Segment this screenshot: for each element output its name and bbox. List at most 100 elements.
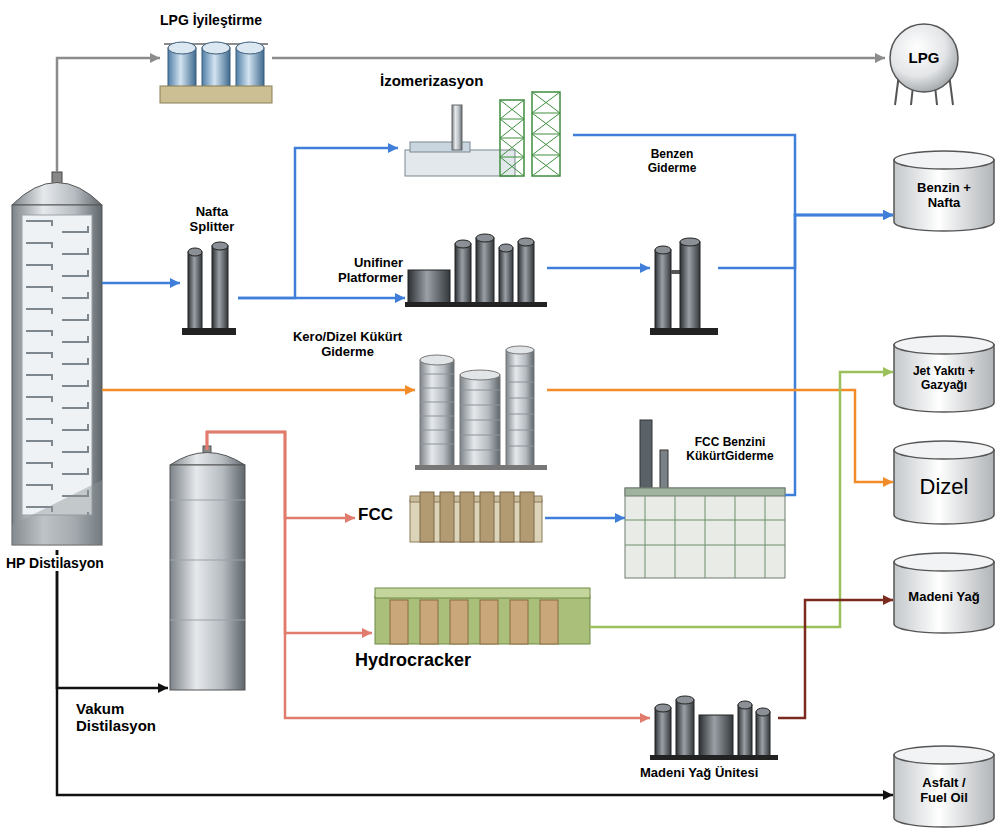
lube-oil-unit-part: [655, 704, 671, 712]
unit-label: FCC Benzini KükürtGiderme: [677, 436, 783, 464]
unit-label: Madeni Yağ Ünitesi: [640, 766, 800, 781]
benzene-removal-columns-part: [671, 270, 680, 274]
isomerization-unit-part: [405, 150, 515, 176]
unit-label: HP Distilasyon: [4, 555, 116, 571]
kero-diesel-desulfurization-unit-part: [460, 370, 500, 380]
lube-oil-unit-part: [655, 708, 671, 756]
fcc-gasoline-desulfurization: FCC Benzini KükürtGiderme: [625, 420, 785, 580]
lube-oil-unit-part: [676, 700, 694, 756]
flow-arrow: [590, 372, 893, 627]
unifiner-platformer-unit-part: [499, 248, 513, 304]
hydrocracker: Hydrocracker: [372, 583, 590, 645]
tank-label: LPG: [889, 49, 959, 66]
fcc-unit: FCC: [355, 487, 545, 545]
kero-diesel-desulfurization-unit-part: [506, 346, 534, 354]
fcc-gasoline-desulfurization-unit-part: [625, 488, 785, 578]
vacuum-distillation-column-part: [170, 453, 245, 466]
flow-arrow: [207, 432, 355, 518]
isomerization-unit-part: [532, 92, 560, 176]
hydrocracker-unit-part: [420, 600, 438, 644]
benzene-removal-columns: [650, 238, 718, 335]
unit-label: Vakum Distilasyon: [76, 700, 171, 735]
unifiner-platformer-unit-part: [455, 244, 471, 304]
lpg-treatment-tanks-part: [160, 86, 272, 103]
fcc-unit-part: [420, 492, 434, 542]
lube-oil-unit: Madeni Yağ Ünitesi: [650, 690, 778, 760]
product-tank: Jet Yakıtı + Gazyağı: [893, 335, 995, 413]
tank-roof: [894, 441, 994, 459]
isomerization-unit-part: [500, 100, 524, 176]
tank-label: Benzin + Nafta: [909, 181, 979, 211]
fcc-unit-part: [520, 492, 534, 542]
isomerization-unit-part: [532, 92, 560, 176]
unit-label: İzomerizasyon: [380, 72, 530, 89]
kero-diesel-desulfurization-unit: [415, 346, 547, 470]
isomerization-unit-part: [500, 100, 524, 176]
lpg-treatment: LPG İyileştirme: [160, 35, 272, 103]
naphtha-splitter-columns-part: [188, 248, 202, 256]
fcc-unit-part: [480, 492, 494, 542]
hydrocracker-unit-part: [375, 588, 590, 598]
naphtha-splitter-columns-part: [188, 252, 202, 330]
distillation-column-part: [22, 215, 92, 515]
tank-label: Asfalt / Fuel Oil: [909, 776, 979, 806]
unit-label: Kero/Dizel Kükürt Giderme: [280, 330, 415, 360]
unifiner-platformer-unit-part: [518, 242, 534, 304]
lube-oil-unit: [650, 696, 778, 760]
vacuum-distillation-column: [170, 446, 245, 690]
unit-label: Nafta Splitter: [180, 205, 244, 235]
atmospheric-distillation: HP Distilasyon: [12, 172, 102, 550]
benzene-removal: Benzen Giderme: [650, 235, 718, 335]
tank-label: Jet Yakıtı + Gazyağı: [902, 365, 986, 393]
kero-diesel-desulfurization-unit-part: [420, 355, 454, 365]
naphtha-splitter-columns-part: [212, 242, 228, 250]
hydrocracker-unit-part: [510, 600, 528, 644]
kero-diesel-desulfurization-unit-part: [420, 374, 454, 444]
flow-arrow: [207, 432, 650, 718]
benzene-removal-columns-part: [655, 246, 671, 254]
fcc-unit: [410, 492, 542, 542]
flow-arrow: [57, 550, 893, 795]
naphtha-splitter-columns-part: [212, 246, 228, 330]
unit-label: Unifiner Platformer: [315, 256, 403, 286]
lube-oil-unit-part: [650, 755, 778, 760]
flow-arrow: [57, 58, 160, 172]
flow-arrow: [238, 297, 405, 300]
kero-diesel-desulfurization-unit-part: [460, 375, 500, 466]
fcc-gasoline-desulfurization-unit: [625, 420, 785, 578]
naphtha-splitter-columns: [182, 242, 236, 335]
benzene-removal-columns-part: [655, 250, 671, 330]
flow-arrow: [272, 57, 885, 60]
naphtha-splitter: Nafta Splitter: [180, 240, 238, 335]
unifiner-platformer-unit-part: [518, 238, 534, 246]
distillation-column-part: [12, 183, 102, 206]
tank-label: Madeni Yağ: [899, 590, 989, 605]
tank-roof: [894, 336, 994, 354]
tank-body: [894, 160, 994, 231]
isomerization-unit-part: [452, 105, 462, 150]
flow-arrow: [102, 389, 415, 392]
hydrocracker-unit-part: [480, 600, 498, 644]
sphere-body: [890, 24, 958, 92]
hydrocracker-unit-part: [540, 600, 558, 644]
kero-diesel-desulfurization: Kero/Dizel Kükürt Giderme: [415, 342, 547, 470]
tank-body: [894, 755, 994, 827]
flow-arrow: [718, 215, 893, 268]
benzene-removal-columns-part: [680, 242, 700, 330]
product-tank: Benzin + Nafta: [893, 150, 995, 232]
unifiner-platformer-unit-part: [499, 244, 513, 252]
kero-diesel-desulfurization-unit-part: [506, 366, 534, 446]
fcc-unit-part: [460, 492, 474, 542]
tank-body: [894, 562, 994, 633]
fcc-gasoline-desulfurization-unit-part: [625, 488, 785, 496]
lpg-treatment-tanks-part: [168, 42, 196, 54]
lpg-treatment-tanks-part: [202, 42, 230, 54]
unit-label: Hydrocracker: [355, 650, 505, 671]
hydrocracker-unit-part: [375, 596, 590, 644]
flow-arrow: [545, 517, 625, 520]
tank-roof: [894, 553, 994, 571]
lube-oil-unit-part: [756, 708, 770, 716]
tank-body: [894, 450, 994, 524]
